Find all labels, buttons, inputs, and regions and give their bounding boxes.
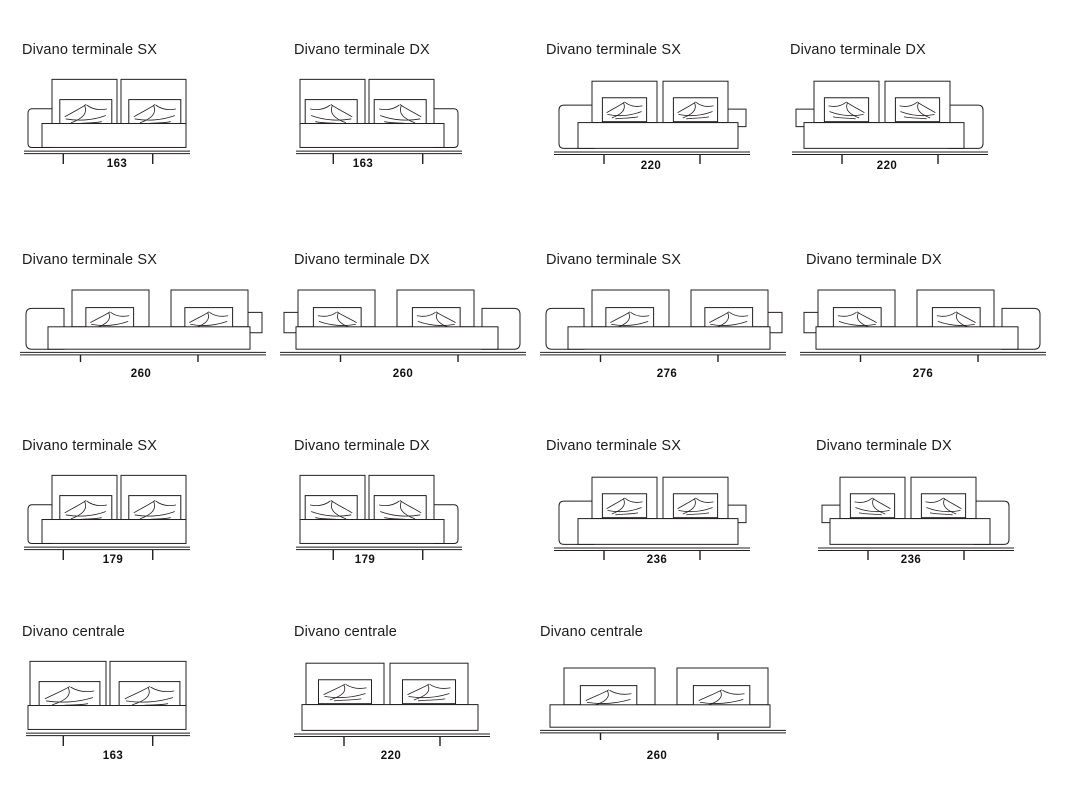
sofa-title-r2c1: Divano terminale SX	[22, 252, 158, 268]
sofa-drawing-r3c2	[292, 468, 464, 560]
dimension-label-r3c3: 236	[646, 554, 668, 566]
sofa-drawing-r1c3	[552, 72, 752, 164]
sofa-title-r2c4: Divano terminale DX	[806, 252, 942, 268]
dimension-label-r2c3: 276	[656, 368, 678, 380]
dimension-label-r2c2: 260	[392, 368, 414, 380]
sofa-drawing-r3c1	[22, 468, 194, 560]
dimension-label-r1c3: 220	[640, 160, 662, 172]
sofa-title-r1c3: Divano terminale SX	[546, 42, 682, 58]
sofa-title-r1c2: Divano terminale DX	[294, 42, 430, 58]
dimension-label-r2c4: 276	[912, 368, 934, 380]
sofa-drawing-r1c1	[22, 72, 194, 164]
dimension-label-r1c1: 163	[106, 158, 128, 170]
sofa-drawing-r2c1	[18, 282, 268, 362]
sofa-drawing-r2c4	[798, 282, 1048, 362]
sofa-drawing-r1c2	[292, 72, 464, 164]
sofa-title-r3c3: Divano terminale SX	[546, 438, 682, 454]
sofa-title-r2c3: Divano terminale SX	[546, 252, 682, 268]
dimension-label-r3c4: 236	[900, 554, 922, 566]
dimension-label-r1c4: 220	[876, 160, 898, 172]
sofa-title-r3c4: Divano terminale DX	[816, 438, 952, 454]
sofa-title-r4c2: Divano centrale	[294, 624, 397, 640]
sofa-title-r1c1: Divano terminale SX	[22, 42, 158, 58]
sofa-title-r4c1: Divano centrale	[22, 624, 125, 640]
dimension-label-r4c3: 260	[646, 750, 668, 762]
sofa-title-r3c1: Divano terminale SX	[22, 438, 158, 454]
sofa-drawing-r2c2	[278, 282, 528, 362]
sofa-title-r3c2: Divano terminale DX	[294, 438, 430, 454]
sofa-drawing-r3c4	[816, 468, 1016, 560]
sofa-title-r2c2: Divano terminale DX	[294, 252, 430, 268]
dimension-label-r4c1: 163	[102, 750, 124, 762]
sofa-drawing-r4c1	[22, 654, 194, 746]
sofa-title-r4c3: Divano centrale	[540, 624, 643, 640]
sofa-drawing-r3c3	[552, 468, 752, 560]
dimension-label-r4c2: 220	[380, 750, 402, 762]
sofa-drawing-r4c2	[292, 654, 492, 746]
sofa-drawing-r4c3	[538, 660, 788, 740]
dimension-label-r1c2: 163	[352, 158, 374, 170]
dimension-label-r2c1: 260	[130, 368, 152, 380]
dimension-label-r3c1: 179	[102, 554, 124, 566]
sofa-title-r1c4: Divano terminale DX	[790, 42, 926, 58]
sofa-drawing-r1c4	[790, 72, 990, 164]
sofa-drawing-r2c3	[538, 282, 788, 362]
dimension-label-r3c2: 179	[354, 554, 376, 566]
